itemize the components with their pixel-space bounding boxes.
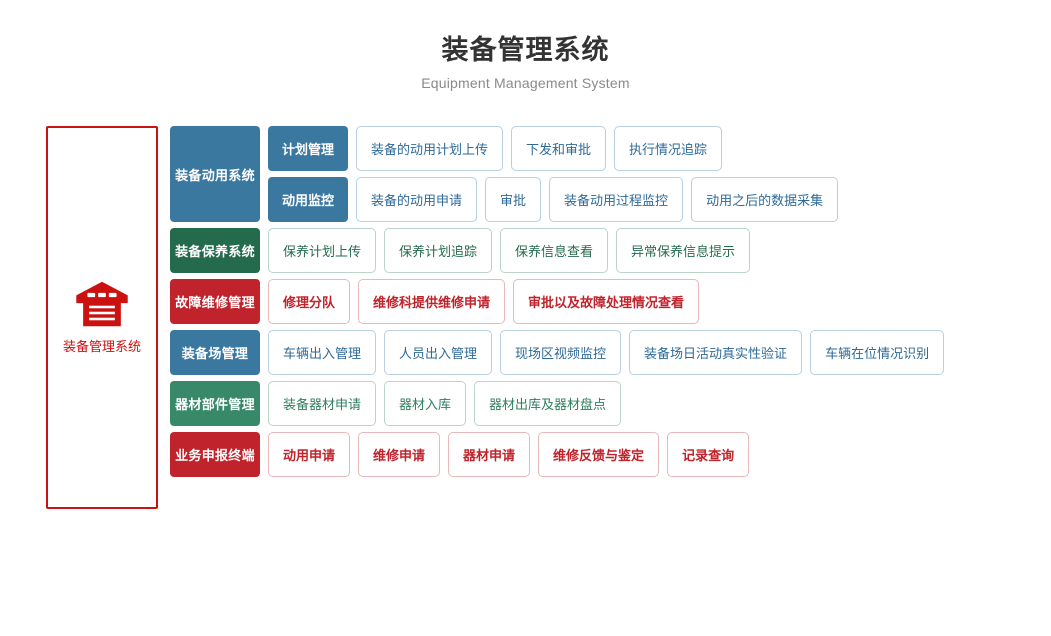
feature-chip[interactable]: 装备动用过程监控	[549, 177, 684, 222]
feature-chip[interactable]: 记录查询	[667, 432, 750, 477]
subcategory-row: 保养计划上传保养计划追踪保养信息查看异常保养信息提示	[268, 228, 758, 273]
feature-chip[interactable]: 审批	[485, 177, 542, 222]
feature-chip[interactable]: 保养计划上传	[268, 228, 377, 273]
feature-chip[interactable]: 装备的动用计划上传	[356, 126, 504, 171]
feature-chip[interactable]: 维修申请	[358, 432, 441, 477]
category-block[interactable]: 装备场管理	[170, 330, 260, 375]
category-children: 计划管理装备的动用计划上传下发和审批执行情况追踪动用监控装备的动用申请审批装备动…	[268, 126, 846, 222]
feature-chip[interactable]: 修理分队	[268, 279, 351, 324]
category-row: 装备保养系统保养计划上传保养计划追踪保养信息查看异常保养信息提示	[170, 228, 952, 273]
feature-chip[interactable]: 器材入库	[384, 381, 467, 426]
subcategory-row: 动用申请维修申请器材申请维修反馈与鉴定记录查询	[268, 432, 757, 477]
category-children: 修理分队维修科提供维修申请审批以及故障处理情况查看	[268, 279, 707, 324]
feature-chip[interactable]: 人员出入管理	[384, 330, 493, 375]
subcategory-row: 修理分队维修科提供维修申请审批以及故障处理情况查看	[268, 279, 707, 324]
subcategory-row: 车辆出入管理人员出入管理现场区视频监控装备场日活动真实性验证车辆在位情况识别	[268, 330, 952, 375]
category-row: 装备动用系统计划管理装备的动用计划上传下发和审批执行情况追踪动用监控装备的动用申…	[170, 126, 952, 222]
feature-chip[interactable]: 现场区视频监控	[500, 330, 622, 375]
subcategory-row: 动用监控装备的动用申请审批装备动用过程监控动用之后的数据采集	[268, 177, 846, 222]
feature-chip[interactable]: 下发和审批	[511, 126, 607, 171]
category-rows: 装备动用系统计划管理装备的动用计划上传下发和审批执行情况追踪动用监控装备的动用申…	[170, 126, 952, 483]
category-block[interactable]: 故障维修管理	[170, 279, 260, 324]
category-block[interactable]: 业务申报终端	[170, 432, 260, 477]
category-row: 故障维修管理修理分队维修科提供维修申请审批以及故障处理情况查看	[170, 279, 952, 324]
category-row: 装备场管理车辆出入管理人员出入管理现场区视频监控装备场日活动真实性验证车辆在位情…	[170, 330, 952, 375]
subcategory-block[interactable]: 计划管理	[268, 126, 349, 171]
feature-chip[interactable]: 维修反馈与鉴定	[538, 432, 660, 477]
feature-chip[interactable]: 保养计划追踪	[384, 228, 493, 273]
category-children: 装备器材申请器材入库器材出库及器材盘点	[268, 381, 629, 426]
page-subtitle: Equipment Management System	[421, 74, 630, 91]
feature-chip[interactable]: 动用之后的数据采集	[691, 177, 839, 222]
subcategory-row: 装备器材申请器材入库器材出库及器材盘点	[268, 381, 629, 426]
feature-chip[interactable]: 车辆出入管理	[268, 330, 377, 375]
page-title: 装备管理系统	[441, 35, 610, 65]
feature-chip[interactable]: 审批以及故障处理情况查看	[513, 279, 700, 324]
category-block[interactable]: 器材部件管理	[170, 381, 260, 426]
subcategory-row: 计划管理装备的动用计划上传下发和审批执行情况追踪	[268, 126, 846, 171]
category-row: 器材部件管理装备器材申请器材入库器材出库及器材盘点	[170, 381, 952, 426]
root-system-label: 装备管理系统	[62, 339, 141, 354]
feature-chip[interactable]: 保养信息查看	[500, 228, 609, 273]
warehouse-icon	[76, 281, 128, 327]
page-header: 装备管理系统 Equipment Management System	[0, 0, 1051, 91]
feature-chip[interactable]: 器材出库及器材盘点	[474, 381, 622, 426]
feature-chip[interactable]: 执行情况追踪	[614, 126, 723, 171]
feature-chip[interactable]: 动用申请	[268, 432, 351, 477]
feature-chip[interactable]: 异常保养信息提示	[616, 228, 751, 273]
feature-chip[interactable]: 器材申请	[448, 432, 531, 477]
feature-chip[interactable]: 装备的动用申请	[356, 177, 478, 222]
category-children: 保养计划上传保养计划追踪保养信息查看异常保养信息提示	[268, 228, 758, 273]
feature-chip[interactable]: 装备器材申请	[268, 381, 377, 426]
feature-chip[interactable]: 维修科提供维修申请	[358, 279, 506, 324]
root-system-panel[interactable]: 装备管理系统	[46, 126, 158, 509]
category-block[interactable]: 装备动用系统	[170, 126, 260, 222]
feature-chip[interactable]: 装备场日活动真实性验证	[629, 330, 803, 375]
category-block[interactable]: 装备保养系统	[170, 228, 260, 273]
feature-chip[interactable]: 车辆在位情况识别	[810, 330, 945, 375]
category-children: 动用申请维修申请器材申请维修反馈与鉴定记录查询	[268, 432, 757, 477]
category-row: 业务申报终端动用申请维修申请器材申请维修反馈与鉴定记录查询	[170, 432, 952, 477]
subcategory-block[interactable]: 动用监控	[268, 177, 349, 222]
category-children: 车辆出入管理人员出入管理现场区视频监控装备场日活动真实性验证车辆在位情况识别	[268, 330, 952, 375]
